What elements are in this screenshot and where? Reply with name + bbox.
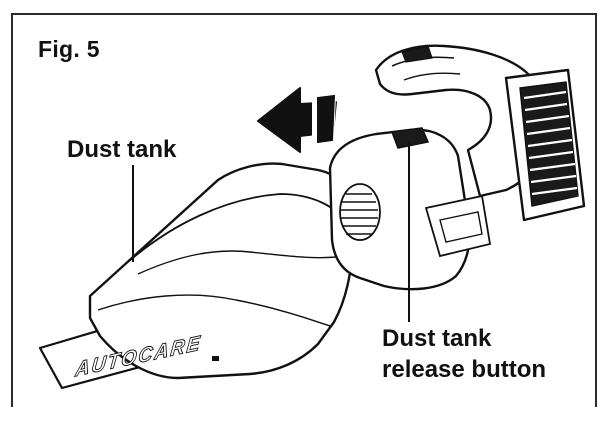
side-panel-inner <box>439 211 483 243</box>
handle-contour <box>403 72 461 81</box>
release-button-callout: Dust tank release button <box>382 323 546 385</box>
side-panel <box>424 194 492 258</box>
direction-arrow-icon <box>257 87 337 153</box>
brand-logo-mark <box>212 356 219 361</box>
release-button-callout-line1: Dust tank <box>382 325 492 352</box>
motor-shell <box>328 128 471 291</box>
power-switch <box>401 45 433 63</box>
vent-slots <box>341 193 378 235</box>
motor-housing <box>328 127 492 291</box>
dust-tank-callout: Dust tank <box>67 136 177 163</box>
battery-pack <box>504 68 586 222</box>
arrow-tail-chevron <box>317 94 336 144</box>
dust-tank-lower-contour <box>97 294 331 327</box>
motor-vent <box>339 183 381 241</box>
dust-tank-shell <box>88 162 354 380</box>
figure-frame <box>11 13 597 407</box>
release-button-callout-line2: release button <box>382 356 547 383</box>
figure-label: Fig. 5 <box>38 36 100 62</box>
dust-tank: AUTOCARE <box>73 162 354 382</box>
release-button <box>390 127 430 149</box>
battery-ribs <box>523 90 578 196</box>
dust-tank-contour <box>137 250 345 275</box>
